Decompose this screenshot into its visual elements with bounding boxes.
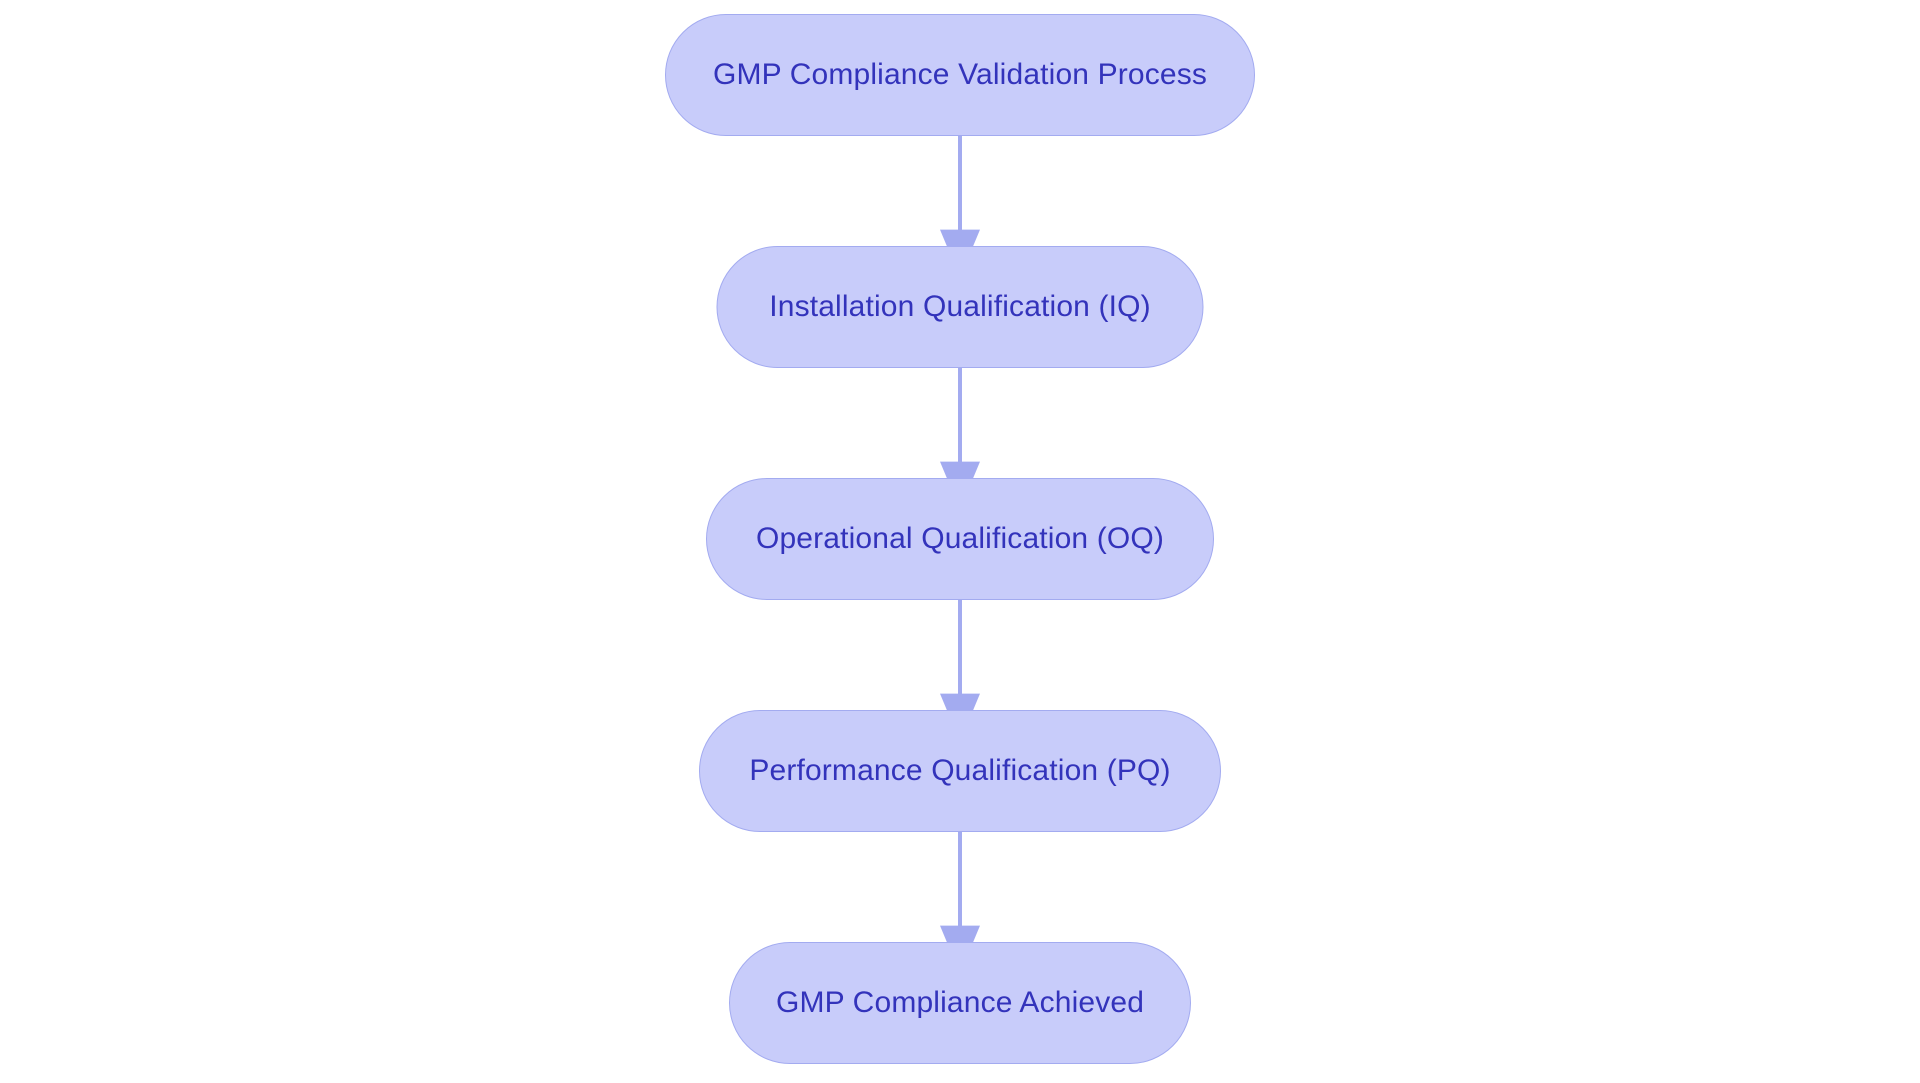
flow-node-label: Operational Qualification (OQ) [755,521,1164,555]
flow-node-label: GMP Compliance Validation Process [712,57,1208,91]
flow-node-performance-qualification[interactable]: Performance Qualification (PQ) [699,710,1221,832]
flow-node-operational-qualification[interactable]: Operational Qualification (OQ) [706,478,1214,600]
flow-node-label: Installation Qualification (IQ) [769,289,1151,323]
flow-node-gmp-compliance-validation-process[interactable]: GMP Compliance Validation Process [665,14,1255,136]
flow-node-label: GMP Compliance Achieved [775,985,1145,1019]
flow-node-installation-qualification[interactable]: Installation Qualification (IQ) [716,246,1204,368]
flow-node-label: Performance Qualification (PQ) [749,753,1171,787]
flow-node-gmp-compliance-achieved[interactable]: GMP Compliance Achieved [729,942,1191,1064]
